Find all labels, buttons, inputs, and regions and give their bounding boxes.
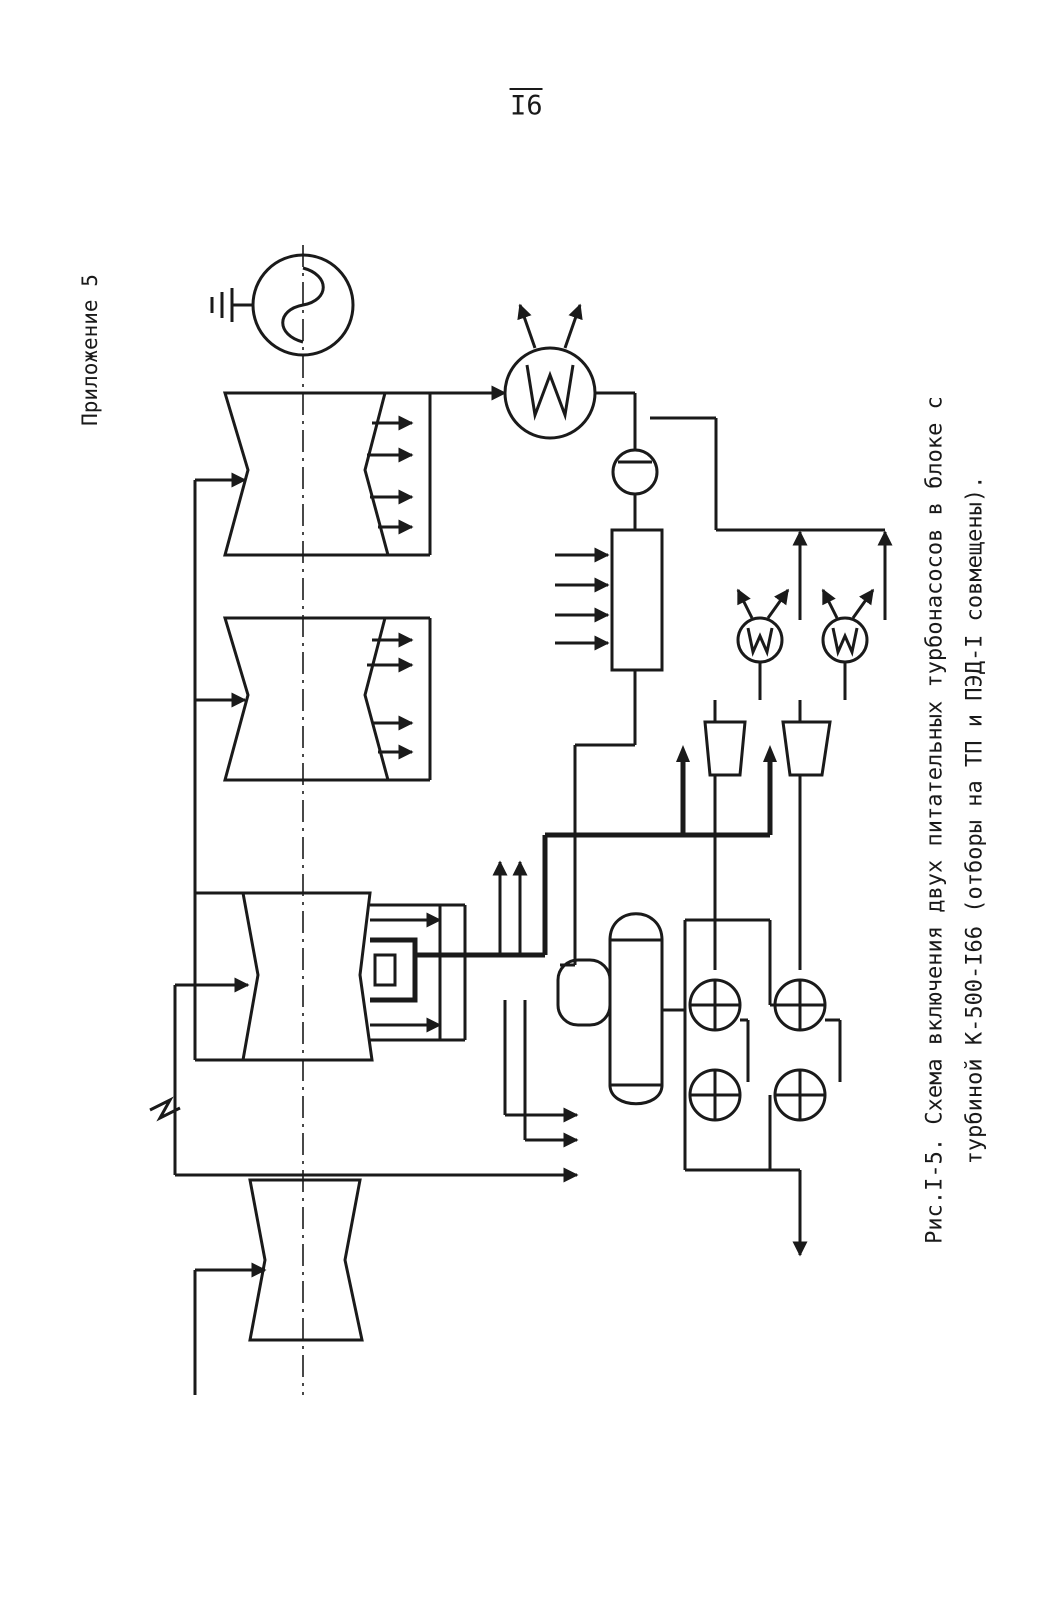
drive-turbine-1: [703, 700, 747, 970]
feed-pump-b2: [773, 1068, 827, 1122]
generator: [210, 253, 355, 357]
lp-heaters: [555, 528, 664, 967]
deaerator: [556, 912, 770, 1106]
pump-condenser-2: [821, 530, 893, 700]
lp-cylinder-1: [222, 391, 432, 557]
caption-line-2: турбиной К-500-I66 (отборы на ТП и ПЭД-I…: [962, 475, 988, 1165]
feed-pump-b1: [688, 1068, 742, 1122]
caption-line-1: Рис.I-5. Схема включения двух питательны…: [922, 396, 948, 1244]
feed-pump-a1: [688, 978, 742, 1032]
lp-cylinder-2: [222, 616, 432, 782]
condensate-pump: [595, 391, 885, 532]
condenser: [430, 303, 597, 440]
drive-turbine-2: [781, 700, 832, 970]
break-symbol: [149, 1096, 181, 1122]
drive-steam-supply: [545, 745, 777, 838]
hp-cylinder: [193, 1178, 364, 1395]
feed-pump-a2: [773, 978, 827, 1032]
ip-cylinder: [173, 891, 467, 1175]
pump-turbine-drive: [370, 835, 548, 1003]
pump-condenser-1: [736, 530, 808, 700]
